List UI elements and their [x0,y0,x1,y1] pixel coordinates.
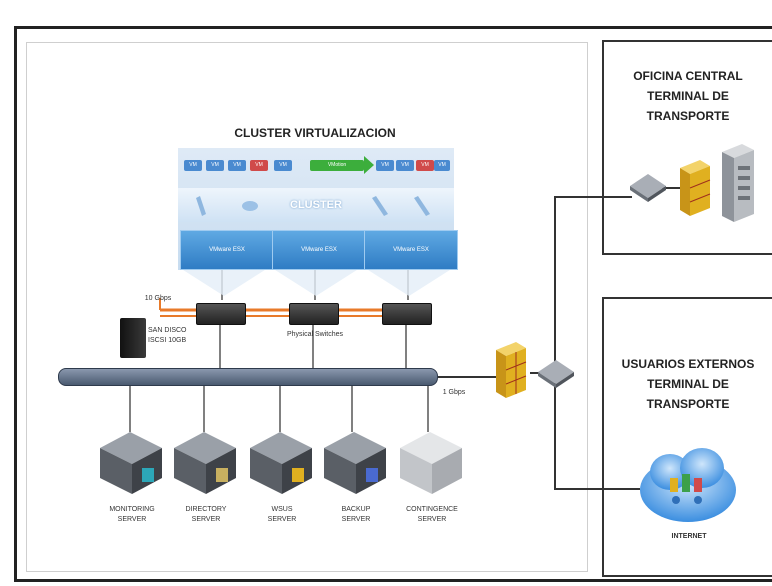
office-panel [602,40,772,255]
san-storage-icon [120,318,146,358]
esx-host-2: VMware ESX [272,230,366,270]
host-2-cone [272,268,360,296]
cluster-block: VM VM VM VM VM VMotion VM VM VM VM CLUST… [178,148,458,270]
server-label-1-line2: SERVER [117,516,147,523]
server-label-2-line2: SERVER [191,516,221,523]
router-to-internet-link [554,383,640,490]
host-1-cone [180,268,268,296]
external-line2: TERMINAL DE [647,377,729,391]
server-rack-icon [722,144,754,222]
server-label-3-line1: WSUS [271,506,293,513]
vm-4: VM [250,160,268,171]
switches-label: Physical Switches [286,331,344,338]
server-label-4-line1: BACKUP [341,506,371,513]
migration-label: VMotion [327,162,347,168]
server-label-3: WSUS SERVER [237,505,327,525]
network-backbone [58,368,438,386]
server-label-4-line2: SERVER [341,516,371,523]
router-to-office-link [554,196,632,363]
esx-host-1: VMware ESX [180,230,274,270]
server-label-3-line2: SERVER [267,516,297,523]
server-row [100,432,462,494]
one-gb-label: 1 Gbps [442,389,466,396]
vm-5: VM [274,160,292,171]
physical-switch-icon [289,303,339,325]
vm-2: VM [206,160,224,171]
vm-7: VM [396,160,414,171]
server-box-icon [324,432,386,494]
external-title: USUARIOS EXTERNOS TERMINAL DE TRANSPORTE [604,354,772,414]
firewall-icon [680,160,711,216]
server-box-icon [100,432,162,494]
cloud-icon [640,448,736,522]
server-box-icon [250,432,312,494]
esx-host-3: VMware ESX [364,230,458,270]
vm-6: VM [376,160,394,171]
server-label-5: CONTINGENCE SERVER [387,505,477,525]
san-label-1: SAN DISCO [148,327,187,334]
vm-8: VM [416,160,434,171]
outer-frame [14,26,772,582]
ten-gb-label: 10 Gbps [144,295,172,302]
firewall-icon [496,342,527,398]
server-label-5-line1: CONTINGENCE [406,506,458,513]
san-label-2: ISCSI 10GB [148,337,187,344]
cluster-title: CLUSTER VIRTUALIZACION [234,126,396,140]
office-line1: OFICINA CENTRAL [633,69,743,83]
vm-glyphs [196,196,430,216]
physical-switch-icon [382,303,432,325]
external-line3: TRANSPORTE [646,397,730,411]
host-3-cone [365,268,453,296]
office-line3: TRANSPORTE [646,109,730,123]
server-label-1: MONITORING SERVER [87,505,177,525]
server-box-icon [400,432,462,494]
vm-glyph-2 [242,201,258,211]
server-label-1-line1: MONITORING [109,506,155,513]
external-line1: USUARIOS EXTERNOS [621,357,755,371]
physical-switch-icon [196,303,246,325]
office-title: OFICINA CENTRAL TERMINAL DE TRANSPORTE [604,66,772,126]
router-icon [630,174,666,202]
cluster-band [178,188,454,222]
main-panel [26,42,588,572]
vm-3: VM [228,160,246,171]
server-label-4: BACKUP SERVER [311,505,401,525]
migration-arrow-icon: VMotion [310,160,364,171]
server-label-2-line1: DIRECTORY [185,506,227,513]
vm-glyph-4 [414,196,430,216]
cluster-center-label: CLUSTER [290,199,342,211]
vm-9: VM [434,160,450,171]
internet-label: INTERNET [671,533,707,540]
vm-glyph-1 [196,196,206,216]
vm-1: VM [184,160,202,171]
migration-arrow-head [364,156,374,174]
router-icon [538,360,574,388]
server-label-5-line2: SERVER [417,516,447,523]
server-box-icon [174,432,236,494]
server-label-2: DIRECTORY SERVER [161,505,251,525]
office-line2: TERMINAL DE [647,89,729,103]
vm-glyph-3 [372,196,388,216]
external-panel [602,297,772,577]
